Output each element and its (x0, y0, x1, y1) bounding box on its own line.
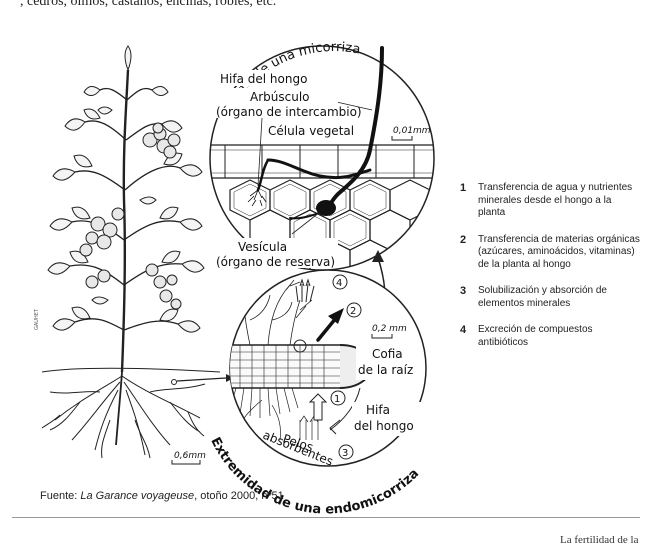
source-suffix: , otoño 2000, nº51 (194, 490, 284, 502)
legend-text: Transferencia de materias orgánicas (azú… (478, 234, 640, 272)
label-vesicle-desc: (órgano de reserva) (216, 255, 335, 269)
source-citation: Fuente: La Garance voyageuse, otoño 2000… (40, 490, 284, 502)
circle-number-1: 1 (334, 394, 340, 405)
label-arbuscule: Arbúsculo (250, 90, 310, 104)
legend: 1 Transferencia de agua y nutrientes min… (460, 182, 640, 363)
mid-scale-label: 0,2 mm (372, 324, 407, 334)
label-vesicle: Vesícula (238, 240, 287, 254)
legend-number: 3 (460, 285, 478, 310)
label-hyphae-top: Hifa del hongo (220, 72, 307, 86)
label-root-cap-2: de la raíz (358, 363, 413, 377)
legend-number: 4 (460, 324, 478, 349)
legend-number: 1 (460, 182, 478, 220)
legend-item: 4 Excreción de compuestos antibióticos (460, 324, 640, 349)
circle-number-4: 4 (336, 278, 342, 289)
top-scale-label: 0,01mm (393, 126, 431, 136)
legend-text: Transferencia de agua y nutrientes miner… (478, 182, 640, 220)
divider (12, 517, 640, 518)
legend-item: 3 Solubilización y absorción de elemento… (460, 285, 640, 310)
legend-text: Excreción de compuestos antibióticos (478, 324, 640, 349)
legend-text: Solubilización y absorción de elementos … (478, 285, 640, 310)
label-hyphae-bottom-2: del hongo (354, 419, 414, 433)
label-root-cap-1: Cofia (372, 347, 403, 361)
legend-item: 1 Transferencia de agua y nutrientes min… (460, 182, 640, 220)
source-title: La Garance voyageuse (80, 490, 194, 502)
circle-number-3: 3 (342, 448, 348, 459)
legend-number: 2 (460, 234, 478, 272)
plant-scale-label: 0,6mm (174, 451, 206, 461)
legend-item: 2 Transferencia de materias orgánicas (a… (460, 234, 640, 272)
running-footer: La fertilidad de la (560, 534, 639, 546)
tomato-plant-illustration (42, 46, 220, 464)
artist-credit: GAUHET (34, 308, 40, 330)
label-hyphae-bottom-1: Hifa (366, 403, 390, 417)
source-prefix: Fuente: (40, 490, 80, 502)
label-arbuscule-desc: (órgano de intercambio) (216, 105, 362, 119)
circle-number-2: 2 (350, 306, 356, 317)
label-plant-cell: Célula vegetal (268, 124, 354, 138)
